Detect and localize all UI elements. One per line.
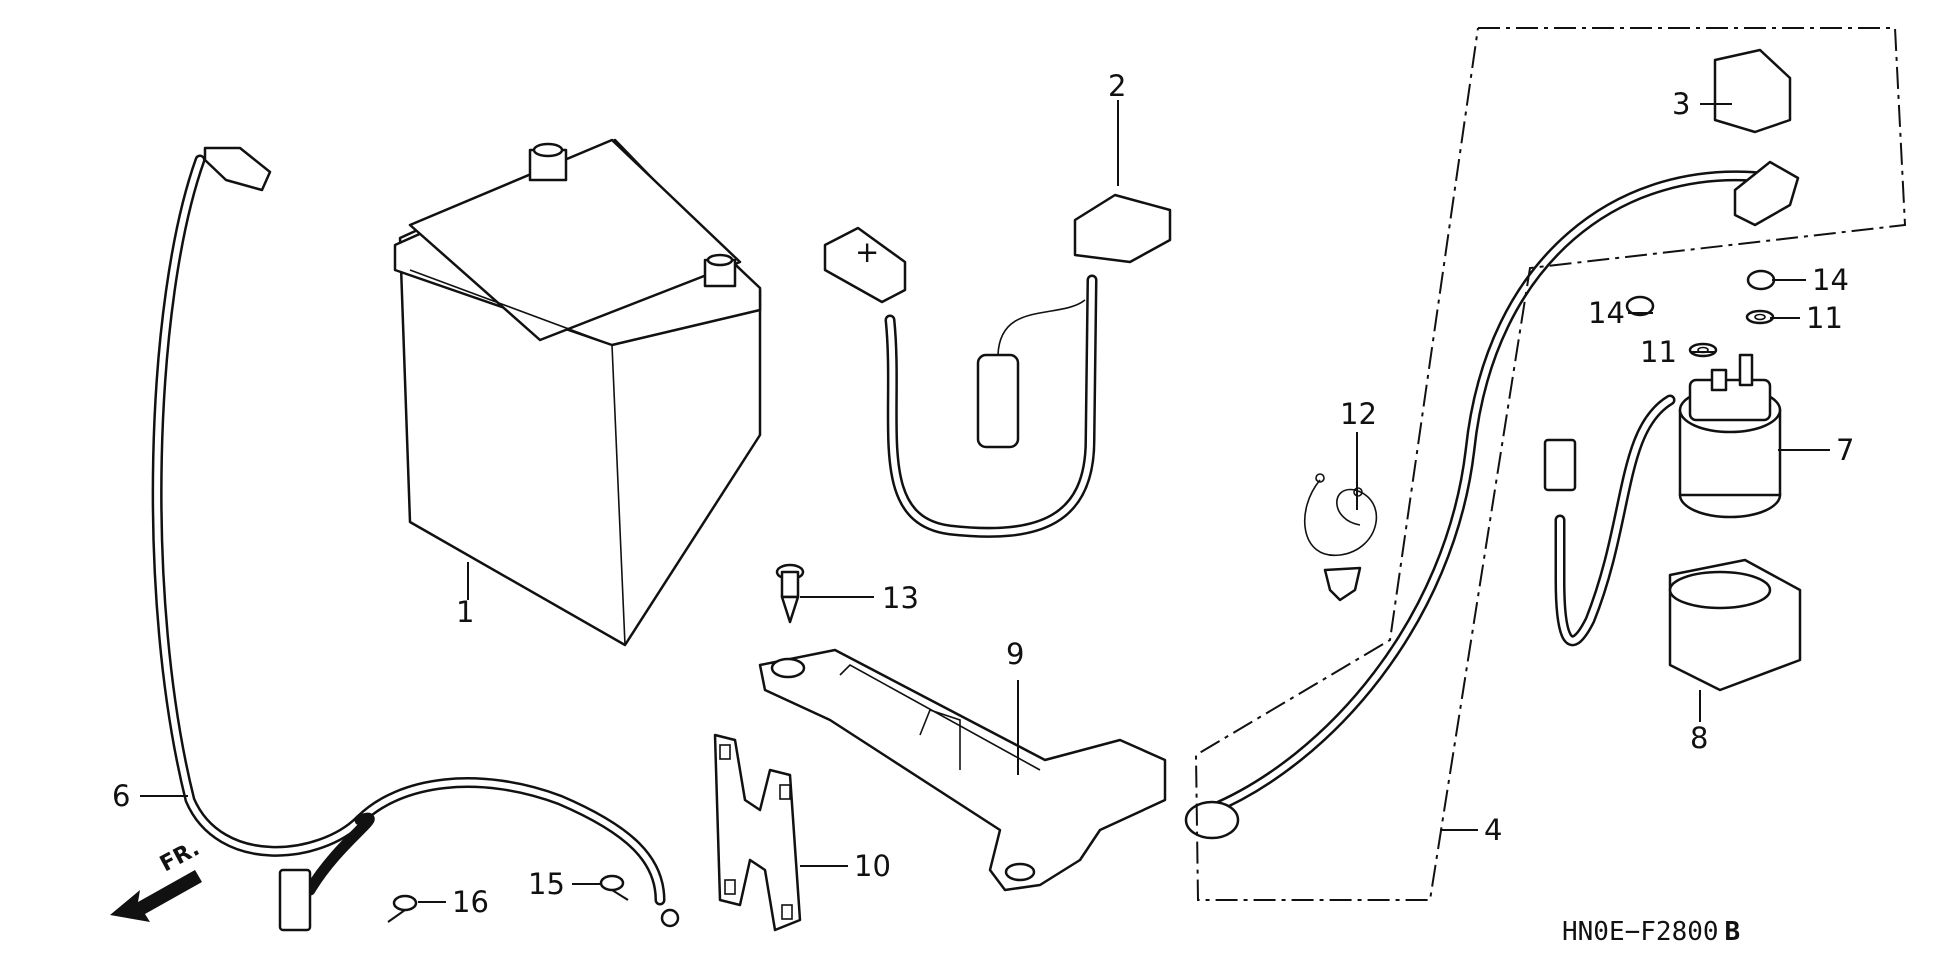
starter-cable xyxy=(1184,160,1800,840)
diagram-code-suffix: B xyxy=(1725,917,1741,947)
battery-holder xyxy=(758,648,1167,892)
starter-relay xyxy=(1543,353,1782,647)
callout-9: 9 xyxy=(1006,637,1024,671)
callout-labels: 1 2 3 4 6 7 8 9 10 11 11 12 13 14 14 15 … xyxy=(112,69,1854,919)
callout-7: 7 xyxy=(1836,433,1854,467)
callout-10: 10 xyxy=(854,849,891,883)
callout-14a: 14 xyxy=(1812,263,1849,297)
callout-1: 1 xyxy=(456,595,474,629)
battery-plate xyxy=(713,733,802,932)
callout-15: 15 xyxy=(528,867,565,901)
callout-3: 3 xyxy=(1672,87,1690,121)
battery xyxy=(393,138,762,647)
callout-11b: 11 xyxy=(1640,335,1677,369)
callout-8: 8 xyxy=(1690,721,1708,755)
band-clip xyxy=(1303,473,1378,602)
callout-4: 4 xyxy=(1484,813,1502,847)
ground-cable xyxy=(151,146,680,932)
callout-14b: 14 xyxy=(1588,296,1625,330)
terminal-cover xyxy=(1713,48,1792,134)
callout-6: 6 xyxy=(112,779,130,813)
positive-cable: + xyxy=(823,193,1172,538)
front-label: FR. xyxy=(156,836,204,877)
callout-13: 13 xyxy=(882,581,919,615)
push-clip xyxy=(775,563,805,624)
bolts xyxy=(387,874,629,923)
svg-text:+: + xyxy=(855,235,879,269)
callout-16: 16 xyxy=(452,885,489,919)
callout-11a: 11 xyxy=(1806,301,1843,335)
leader-lines xyxy=(140,100,1830,903)
callout-12: 12 xyxy=(1340,397,1377,431)
relay-rubber xyxy=(1668,558,1802,692)
callout-2: 2 xyxy=(1108,69,1126,103)
front-arrow: FR. xyxy=(110,836,204,922)
diagram-code-text: HN0E−F2800 xyxy=(1562,917,1719,947)
assembly-boundary xyxy=(1194,27,1907,901)
